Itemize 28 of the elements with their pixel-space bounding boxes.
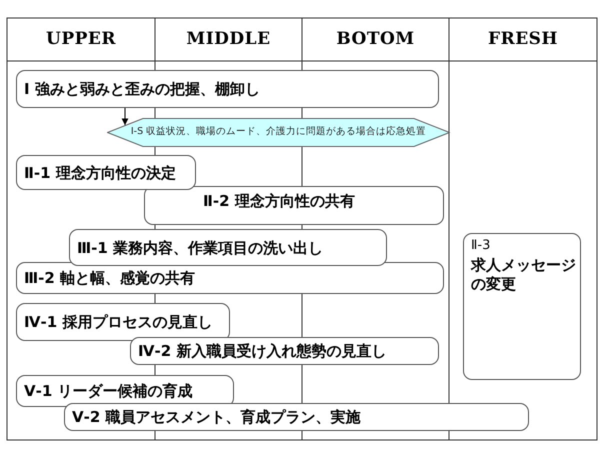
rounded-box [64, 403, 529, 431]
rounded-box [463, 233, 581, 380]
step-label: Ⅰ 強みと弱みと歪みの把握、棚卸し [24, 80, 260, 98]
column-header: FRESH [488, 30, 558, 49]
step-label: Ⅲ-2 軸と幅、感覚の共有 [24, 269, 196, 287]
rounded-box [130, 337, 439, 365]
rounded-box [16, 155, 196, 190]
column-header: UPPER [46, 30, 116, 49]
rounded-box [16, 303, 230, 341]
step-label: Ⅴ-1 リーダー候補の育成 [24, 382, 192, 400]
step-label: 求人メッセージの変更 [471, 256, 577, 295]
step-label: Ⅲ-1 業務内容、作業項目の洗い出し [77, 238, 324, 256]
rounded-box [16, 262, 444, 294]
step-label: Ⅴ-2 職員アセスメント、育成プラン、実施 [72, 408, 360, 426]
rounded-box [144, 186, 444, 225]
arrow [122, 108, 128, 126]
rounded-box [69, 229, 387, 266]
column-header: BOTOM [336, 30, 415, 49]
note-label: Ⅰ-S 収益状況、職場のムード、介護力に問題がある場合は応急処置 [130, 127, 426, 138]
column-header: MIDDLE [186, 30, 271, 49]
hexagon-node [107, 118, 450, 147]
step-label: Ⅳ-1 採用プロセスの見直し [24, 313, 212, 331]
rounded-box [16, 375, 234, 407]
step-label: Ⅳ-2 新入職員受け入れ態勢の見直し [138, 342, 386, 360]
step-number: Ⅱ-3 [471, 238, 490, 254]
step-label: Ⅱ-1 理念方向性の決定 [24, 164, 176, 182]
step-label: Ⅱ-2 理念方向性の共有 [203, 192, 355, 210]
rounded-box [16, 70, 439, 108]
